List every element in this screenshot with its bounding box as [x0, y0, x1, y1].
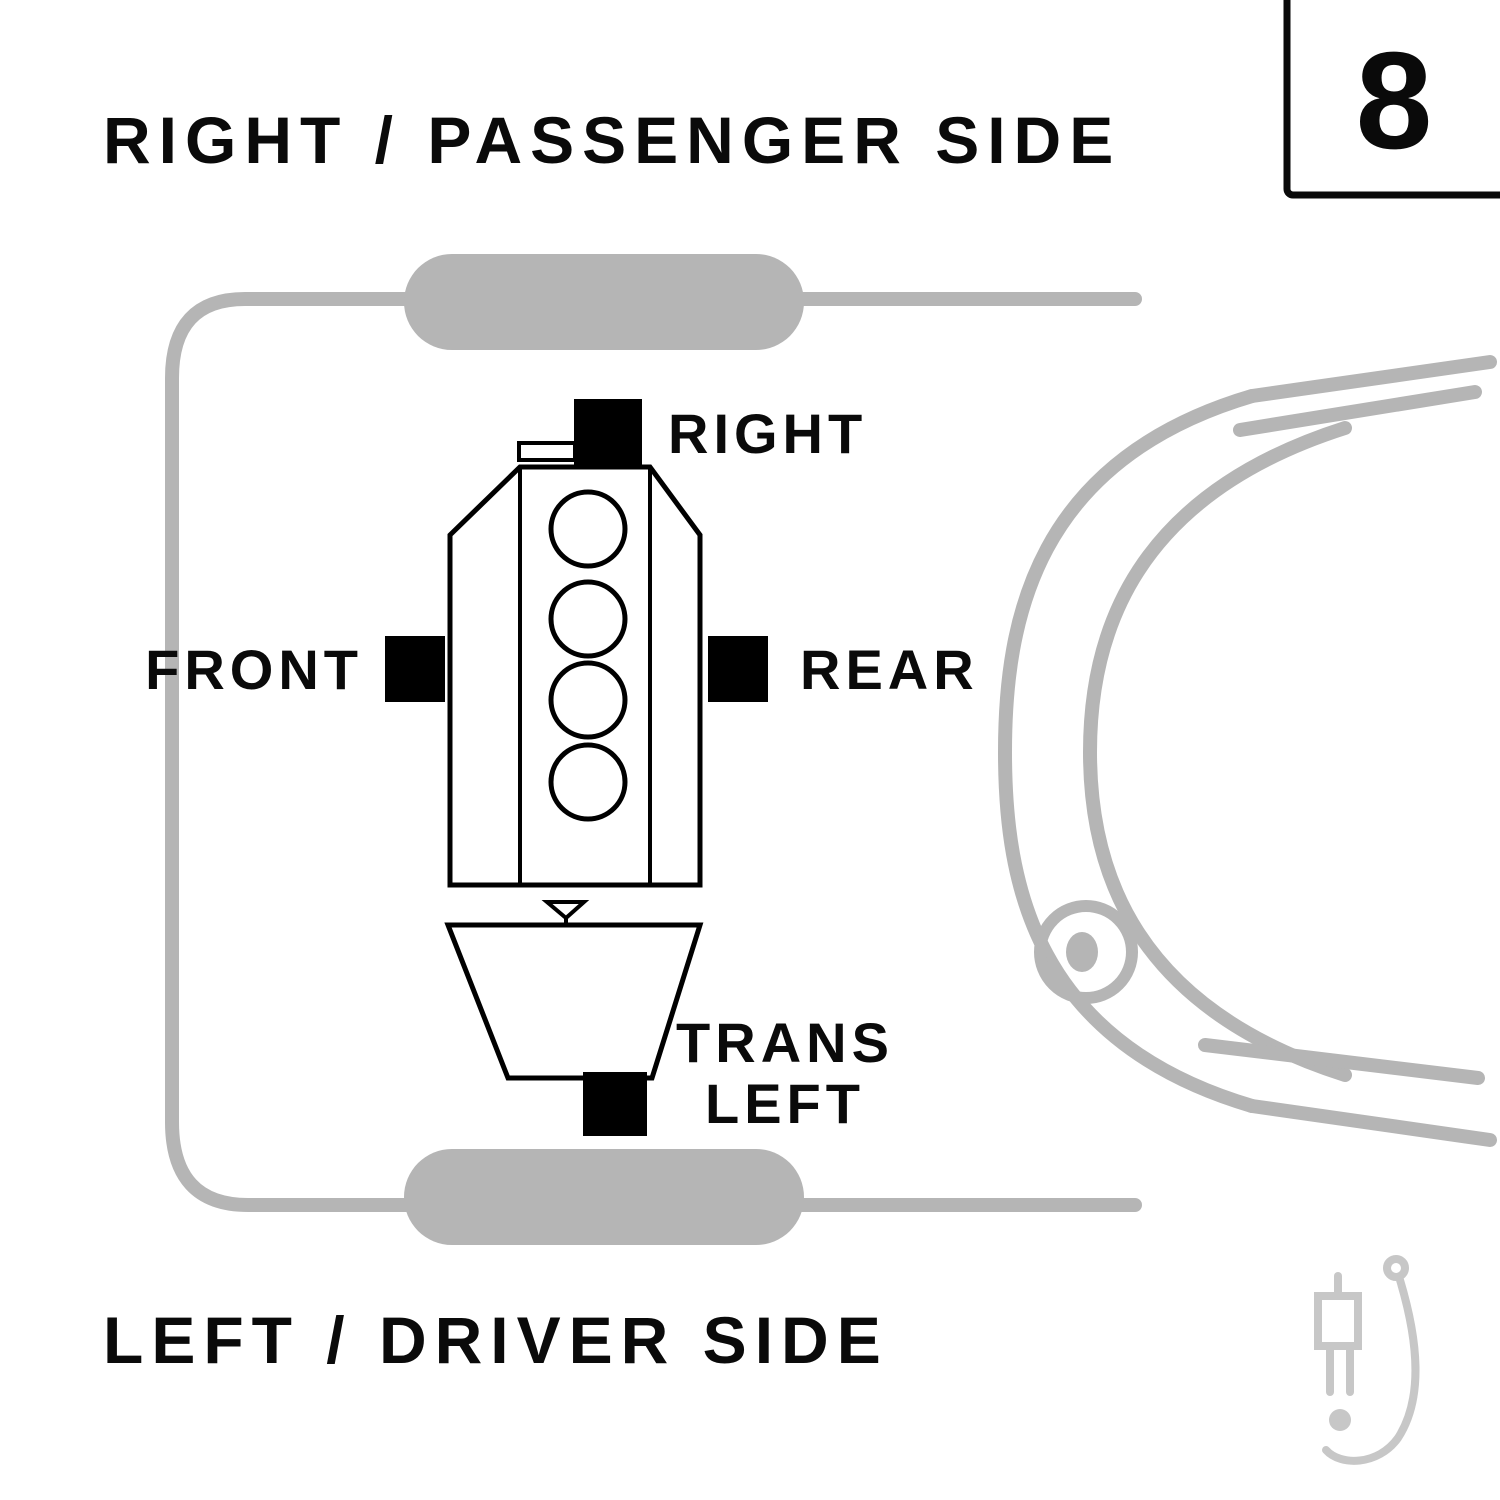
watermark-anchor-body — [1314, 1292, 1362, 1350]
mount-right — [574, 399, 642, 467]
page-number-box: 8 — [1283, 0, 1500, 199]
windshield-arc-outer — [998, 389, 1259, 1113]
mount-trans-left — [583, 1072, 647, 1136]
mount-label-rear: REAR — [800, 638, 979, 701]
brand-watermark-icon — [1314, 1255, 1420, 1465]
roof-edge-top-outer — [1245, 355, 1497, 403]
watermark-hook — [1322, 1276, 1420, 1465]
car-outline — [165, 254, 1497, 1245]
mount-front — [385, 636, 445, 702]
transmission-body — [444, 922, 704, 1081]
trans-funnel — [541, 900, 590, 921]
watermark-dot-top — [1383, 1255, 1409, 1281]
cylinder-1 — [548, 489, 628, 569]
mount-rear — [708, 636, 768, 702]
watermark-dot-bottom — [1329, 1409, 1351, 1431]
transmission-assembly — [444, 900, 704, 1136]
roof-edge-bottom-outer — [1245, 1099, 1497, 1147]
mount-label-front: FRONT — [145, 638, 363, 701]
tire-bottom — [404, 1149, 804, 1245]
bottom-side-label: LEFT / DRIVER SIDE — [103, 1303, 889, 1377]
mount-bolt — [517, 441, 577, 462]
roof-edge-top — [1233, 385, 1482, 437]
roof-edge-bottom — [1198, 1038, 1485, 1085]
mount-label-trans-line2: LEFT — [705, 1072, 865, 1135]
car-body-outline — [165, 292, 1142, 1212]
mount-label-right: RIGHT — [668, 402, 867, 465]
mount-label-trans-line1: TRANS — [676, 1011, 894, 1074]
cylinder-2 — [548, 579, 628, 659]
engine-assembly — [385, 399, 768, 888]
steering-wheel-icon — [1034, 900, 1138, 1004]
steering-wheel-hub — [1066, 932, 1098, 972]
cylinder-3 — [548, 660, 628, 740]
windshield-arc-inner — [1083, 421, 1352, 1082]
tire-top — [404, 254, 804, 350]
top-side-label: RIGHT / PASSENGER SIDE — [103, 103, 1121, 177]
page-number-frame — [1283, 0, 1500, 199]
cylinder-4 — [548, 742, 628, 822]
page-number: 8 — [1356, 24, 1433, 178]
